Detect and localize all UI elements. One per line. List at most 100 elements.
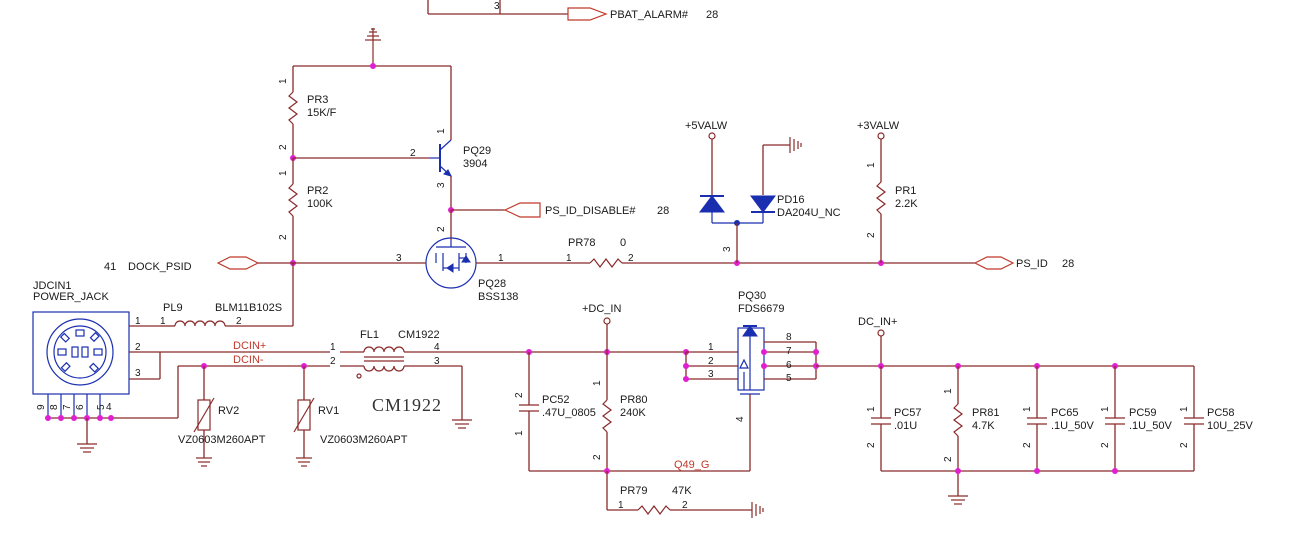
rv2-value: VZ0603M260APT <box>178 434 266 446</box>
pin-number: 1 <box>1179 406 1190 412</box>
fl1-choke: FL1 CM1922 1 2 4 3 CM1922 <box>330 329 462 415</box>
pl9-value: BLM11B102S <box>215 302 282 314</box>
p5valw-label: +5VALW <box>685 120 728 132</box>
ps-id-disable-port <box>503 202 541 218</box>
pin-number: 1 <box>1022 406 1033 412</box>
pin-number: 5 <box>786 373 792 384</box>
pin-number: 8 <box>49 404 60 410</box>
pr81-value: 4.7K <box>972 420 995 432</box>
pr78-resistor: 1 2 PR78 0 <box>566 237 634 268</box>
pin-number: 1 <box>592 380 603 386</box>
pr78-value: 0 <box>620 237 626 249</box>
pin-number: 1 <box>160 316 166 327</box>
pin-number: 2 <box>278 234 289 240</box>
pin-number: 1 <box>436 128 447 134</box>
jdcin1-value: POWER_JACK <box>33 291 109 303</box>
pr81-ref: PR81 <box>972 407 1000 419</box>
pin-number: 1 <box>866 406 877 412</box>
pq30-mosfet: PQ30 FDS6679 1 2 3 4 8 7 6 5 <box>683 290 819 471</box>
pin-number: 2 <box>278 144 289 150</box>
pq28-value: BSS138 <box>478 291 518 303</box>
pin-number: 2 <box>1022 442 1033 448</box>
pq29-value: 3904 <box>463 158 487 170</box>
pin-number: 2 <box>514 392 525 398</box>
pin-number: 1 <box>330 342 336 353</box>
pr2-ref: PR2 <box>307 185 328 197</box>
pin-number: 6 <box>786 360 792 371</box>
pd16-ref: PD16 <box>777 194 805 206</box>
pin-number: 1 <box>566 253 572 264</box>
pr81-resistor: 1 2 PR81 4.7K <box>943 366 1000 505</box>
pin-number: 3 <box>396 253 402 264</box>
dock-psid-label: DOCK_PSID <box>128 261 192 273</box>
pl9-ref: PL9 <box>163 302 183 314</box>
pr80-resistor: 1 2 PR80 240K <box>592 352 648 471</box>
ground-symbol <box>452 419 472 429</box>
sheet-ref: 28 <box>706 9 718 21</box>
pin-number: 7 <box>786 346 792 357</box>
pin-number: 3 <box>436 182 447 188</box>
pin-number: 1 <box>278 78 289 84</box>
pin-number: 1 <box>708 342 714 353</box>
pin-number: 3 <box>708 369 714 380</box>
pin-number: 2 <box>866 232 877 238</box>
q49-g-label: Q49_G <box>674 459 709 471</box>
ps-id-label: PS_ID <box>1016 258 1048 270</box>
pin-number: 1 <box>866 162 877 168</box>
dc-in-left-label: +DC_IN <box>582 303 621 315</box>
pc59-ref: PC59 <box>1129 407 1157 419</box>
pin-number: 2 <box>436 226 447 232</box>
rv2-ref: RV2 <box>218 405 239 417</box>
pin-number: 2 <box>708 356 714 367</box>
pd16-value: DA204U_NC <box>777 207 841 219</box>
pc57-capacitor: 1 2 PC57 .01U <box>866 366 922 471</box>
pr1-value: 2.2K <box>895 198 918 210</box>
fl1-body-text: CM1922 <box>372 395 442 415</box>
pr80-value: 240K <box>620 407 646 419</box>
pr2-value: 100K <box>307 198 333 210</box>
pc52-ref: PC52 <box>542 394 570 406</box>
power-jack-connector: JDCIN1 POWER_JACK 9 8 7 6 5 <box>32 280 130 418</box>
pl9-inductor: 1 2 PL9 BLM11B102S <box>160 302 293 327</box>
pbat-alarm-net: 3 PBAT_ALARM# 28 <box>427 0 718 21</box>
pr1-ref: PR1 <box>895 185 916 197</box>
pin-number: 1 <box>278 170 289 176</box>
pc57-value: .01U <box>894 420 917 432</box>
pq30-value: FDS6679 <box>738 303 784 315</box>
pc58-value: 10U_25V <box>1207 420 1254 432</box>
pin-number: 6 <box>75 404 86 410</box>
pc57-ref: PC57 <box>894 407 922 419</box>
pin-number: 1 <box>498 253 504 264</box>
rv2-varistor: RV2 VZ0603M260APT <box>178 366 266 467</box>
pc52-capacitor: 2 1 PC52 .47U_0805 <box>514 352 596 471</box>
pr3-value: 15K/F <box>307 107 337 119</box>
pr3-ref: PR3 <box>307 94 328 106</box>
rv1-varistor: RV1 VZ0603M260APT <box>293 366 408 467</box>
pin-number: 2 <box>236 316 242 327</box>
pq28-mosfet: 2 PQ28 BSS138 <box>425 210 518 303</box>
ps-id-disable-label: PS_ID_DISABLE# <box>545 205 636 217</box>
pc58-ref: PC58 <box>1207 407 1235 419</box>
pin-number: 2 <box>592 454 603 460</box>
pin-number: 2 <box>866 442 877 448</box>
pr1-resistor: +3VALW 1 2 PR1 2.2K <box>857 120 918 263</box>
pc59-capacitor: 1 2 PC59 .1U_50V <box>1100 366 1172 471</box>
pin-number: 4 <box>434 342 440 353</box>
pc65-capacitor: 1 2 PC65 .1U_50V <box>1022 366 1094 471</box>
pin-number: 2 <box>1100 442 1111 448</box>
pin-number: 4 <box>106 402 112 413</box>
pin-number: 5 <box>96 404 107 410</box>
pr80-ref: PR80 <box>620 394 648 406</box>
pin-number: 2 <box>1179 442 1190 448</box>
pin-number: 7 <box>62 404 73 410</box>
ground-symbol <box>365 28 381 66</box>
pin-number: 1 <box>943 388 954 394</box>
pc59-value: .1U_50V <box>1129 420 1172 432</box>
pq30-ref: PQ30 <box>738 290 766 302</box>
sheet-ref: 28 <box>1062 258 1074 270</box>
pd16-diode: +5VALW 3 PD16 DA204U_NC <box>685 120 841 263</box>
ps-id-port <box>973 256 1015 270</box>
pr79-ref: PR79 <box>620 485 648 497</box>
pin-label: 3 <box>494 1 500 12</box>
